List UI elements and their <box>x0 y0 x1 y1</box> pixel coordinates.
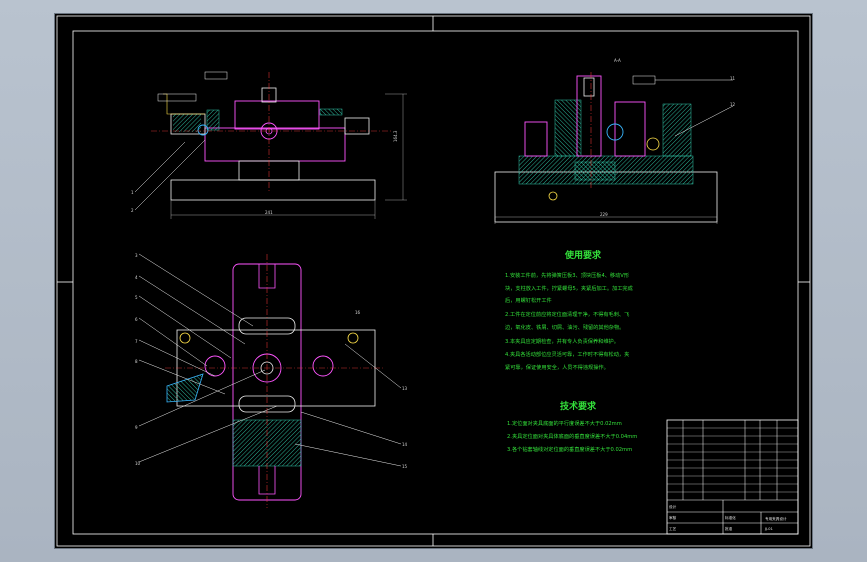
usage-line-6: 3.本夹具应定期检查，并有专人负责保养和维护。 <box>505 337 619 345</box>
callout-5: 5 <box>135 295 138 300</box>
title-block-row-1: 设计 <box>669 504 677 509</box>
usage-line-2: 块，支柱放入工件，拧紧螺母5，夹紧后加工。加工完成 <box>505 284 633 292</box>
usage-line-8: 紧可靠，保证使用安全，人员不得违规操作。 <box>505 363 609 371</box>
usage-line-3: 后，用螺钉松开工件 <box>505 296 552 304</box>
front-width-dim: 241 <box>265 210 273 215</box>
callout-10: 10 <box>135 461 141 466</box>
outer-border <box>56 15 811 547</box>
callout-14: 14 <box>402 442 408 447</box>
title-block-name: 专用夹具设计 <box>765 516 787 521</box>
title-block-row-4: 标准化 <box>725 515 736 520</box>
callout-9: 9 <box>135 425 138 430</box>
front-view <box>134 71 407 219</box>
plan-view <box>138 253 402 508</box>
tech-line-3: 3.各个钻套轴线对定位面的垂直度误差不大于0.02mm <box>507 445 632 453</box>
title-block-row-2: 审核 <box>669 515 677 520</box>
callout-7: 7 <box>135 339 138 344</box>
callout-4: 4 <box>135 275 138 280</box>
tech-line-1: 1.定位面对夹具底面的平行度误差不大于0.02mm <box>507 419 622 427</box>
side-view <box>494 72 734 224</box>
callout-3: 3 <box>135 253 138 258</box>
usage-line-4: 2.工件在定位前应将定位面清理干净，不得有毛刺、飞 <box>505 310 629 318</box>
title-block-drawing-no: JJ-01 <box>764 527 773 531</box>
usage-title: 使用要求 <box>564 249 602 261</box>
cad-viewport[interactable]: 241 164.3 1 2 229 A-A 11 12 <box>55 14 812 548</box>
title-block-row-3: 工艺 <box>669 526 677 531</box>
usage-lines: 1.安装工件前，先将弹簧压板3、顶块压板4、移动V形 块，支柱放入工件，拧紧螺母… <box>505 271 633 371</box>
tech-line-2: 2.夹具定位面对夹具体底面的垂直度误差不大于0.04mm <box>507 432 637 440</box>
usage-line-1: 1.安装工件前，先将弹簧压板3、顶块压板4、移动V形 <box>505 271 630 279</box>
callout-13: 13 <box>402 386 408 391</box>
drawing-canvas[interactable]: 241 164.3 1 2 229 A-A 11 12 <box>55 14 812 548</box>
usage-line-5: 边，氧化皮、铁屑、切屑、油污、残留的其他杂物。 <box>505 323 624 331</box>
tech-title: 技术要求 <box>560 400 597 412</box>
inner-border <box>72 30 799 535</box>
callout-8: 8 <box>135 359 138 364</box>
title-block-row-5: 批准 <box>725 526 733 531</box>
callout-11: 11 <box>730 76 736 81</box>
side-width-dim: 229 <box>600 212 608 217</box>
side-section-label: A-A <box>614 58 621 63</box>
usage-line-7: 4.夹具各活动部位应灵活可靠，工作时不得有松动，夹 <box>505 350 629 358</box>
front-height-dim: 164.3 <box>393 130 398 142</box>
callout-12: 12 <box>730 102 736 107</box>
tech-lines: 1.定位面对夹具底面的平行度误差不大于0.02mm 2.夹具定位面对夹具体底面的… <box>507 419 637 453</box>
callout-15: 15 <box>402 464 408 469</box>
callout-1: 1 <box>131 190 134 195</box>
callout-16: 16 <box>355 310 361 315</box>
title-block[interactable] <box>666 419 799 535</box>
callout-6: 6 <box>135 317 138 322</box>
callout-2: 2 <box>131 208 134 213</box>
